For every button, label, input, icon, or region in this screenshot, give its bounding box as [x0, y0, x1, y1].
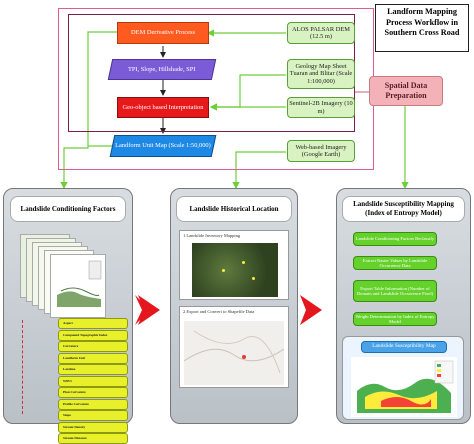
section2-heading: Landslide Historical Location	[176, 196, 292, 222]
factor-item: NDVI	[58, 375, 128, 387]
factor-item: Profile Curvature	[58, 398, 128, 410]
source-web: Web-based Imagery (Google Earth)	[287, 140, 355, 162]
arrow-loop-to-section1	[60, 31, 117, 190]
diagram-title: Landform Mapping Process Workflow in Sou…	[375, 4, 469, 52]
spatial-data-box: Spatial Data Preparation	[369, 76, 443, 106]
factor-item: Landform Unit	[58, 352, 128, 364]
node-landform-map: Landform Unit Map (Scale 1:50,000)	[109, 135, 217, 157]
map-title: Landslide Susceptibility Map	[361, 341, 447, 353]
node-tpi-slope: TPI, Slope, Hillshade, SPI	[107, 59, 217, 80]
connector-layer	[60, 29, 409, 325]
inventory-panel: 1.Landslide Inventory Mapping	[179, 230, 289, 300]
factor-map-stack	[16, 232, 116, 322]
satellite-image	[192, 243, 278, 297]
step-extract: Extract Raster Values by Landslide Occur…	[353, 256, 437, 270]
factor-item: Landuse	[58, 364, 128, 375]
chevron-2	[300, 295, 322, 325]
section3-heading: Landslide Susceptibility Mapping (Index …	[342, 196, 465, 222]
factor-stack-edge	[22, 320, 56, 414]
shapefile-map	[184, 321, 284, 385]
step-weight: Weight Determination by Index of Entropy…	[353, 312, 437, 326]
node-landform-map-label: Landform Unit Map (Scale 1:50,000)	[115, 142, 211, 150]
chevron-1	[135, 295, 150, 325]
factor-item: Plan Curvature	[58, 387, 128, 398]
factor-item: Curvature	[58, 341, 128, 352]
factor-list: Aspect Compound Topographic Index Curvat…	[58, 318, 128, 444]
arrow-web-to-section2	[232, 151, 286, 190]
shapefile-panel: 2.Export and Convert to Shapefile Data	[179, 306, 289, 388]
factor-item: Aspect	[58, 318, 128, 329]
source-alos: ALOS PALSAR DEM (12.5 m)	[287, 22, 355, 44]
source-geology: Geology Map Sheet Tuaran and Blitar (Sca…	[287, 59, 355, 89]
susceptibility-map-image	[351, 357, 457, 417]
inventory-caption: 1.Landslide Inventory Mapping	[183, 233, 241, 238]
factor-item: Slope	[58, 410, 128, 421]
source-sentinel: Sentinel-2B Imagery (10 m)	[287, 97, 355, 118]
node-geomorph: Geo-object based Interpretation	[117, 97, 209, 118]
node-dem-derivative: DEM Derivative Process	[117, 22, 209, 44]
susceptibility-map-panel: Landslide Susceptibility Map	[342, 336, 464, 420]
factor-item: Compound Topographic Index	[58, 329, 128, 341]
factor-item: Stream Density	[58, 421, 128, 433]
shapefile-caption: 2.Export and Convert to Shapefile Data	[183, 309, 255, 314]
step-reclassify: Landslide Conditioning Factors Reclassif…	[353, 232, 437, 246]
section1-heading: Landslide Conditioning Factors	[10, 196, 126, 222]
step-export-table: Export Table Information (Number of Doma…	[353, 280, 437, 302]
node-tpi-slope-label: TPI, Slope, Hillshade, SPI	[128, 65, 196, 73]
factor-item: Stream Distance	[58, 433, 128, 444]
